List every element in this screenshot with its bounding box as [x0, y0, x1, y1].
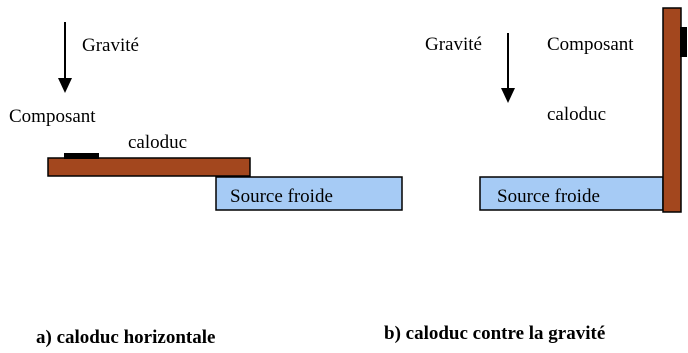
component-label-b: Composant: [547, 34, 634, 55]
component-b: [680, 27, 687, 57]
component-a: [64, 153, 99, 159]
heat-pipe-a: [47, 157, 251, 177]
cold-source-label-a: Source froide: [230, 186, 333, 207]
cold-source-b: [479, 176, 664, 211]
cold-source-label-b: Source froide: [497, 186, 600, 207]
component-label-a: Composant: [9, 106, 96, 127]
gravity-arrow-a: [58, 22, 72, 93]
heat-pipe-label-a: caloduc: [128, 132, 187, 153]
figure-a: Gravité Composant caloduc Source froide …: [9, 22, 403, 348]
heat-pipe-label-b: caloduc: [547, 104, 606, 125]
heat-pipe-b: [662, 7, 682, 213]
gravity-label-b: Gravité: [425, 34, 482, 55]
gravity-arrow-b: [501, 33, 515, 103]
caption-a: a) caloduc horizontale: [36, 327, 215, 348]
gravity-label-a: Gravité: [82, 35, 139, 56]
figure-b: Gravité Composant caloduc Source froide …: [384, 7, 687, 344]
caption-b: b) caloduc contre la gravité: [384, 323, 605, 344]
cold-source-a: [215, 176, 403, 211]
